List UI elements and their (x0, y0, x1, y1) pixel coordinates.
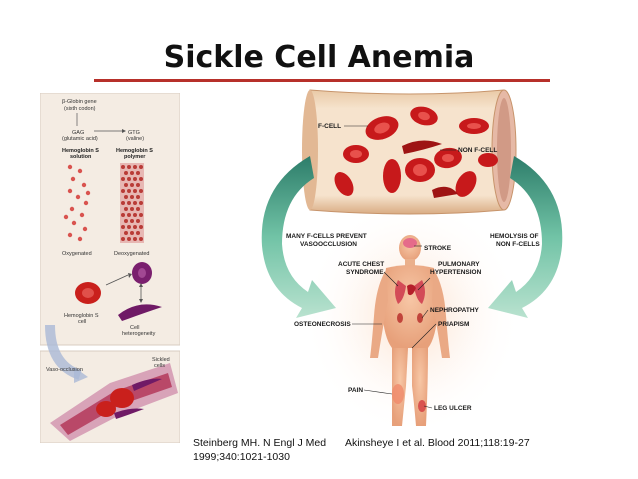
hemolysis-label-1: HEMOLYSIS OF (490, 233, 539, 240)
pain-area (392, 384, 404, 404)
acs-label-1: ACUTE CHEST (338, 261, 384, 268)
leg-ulcer-label: LEG ULCER (434, 405, 472, 412)
hbs-pathophysiology-figure: β-Globin gene (sixth codon) GAG (glutami… (40, 93, 180, 443)
brain-icon (403, 238, 417, 248)
sickled-cells-label-2: cells (154, 363, 165, 369)
hbs-polymer-label-2: polymer (124, 154, 146, 160)
cell-het-label-2: heterogeneity (122, 331, 156, 337)
title-underline (94, 79, 550, 82)
hbs-cell-label-2: cell (78, 319, 86, 325)
osteonecrosis-label: OSTEONECROSIS (294, 321, 351, 328)
pulmonary-label-2: HYPERTENSION (430, 269, 482, 276)
complications-figure: F-CELL NON F-CELL MANY F-CELLS PREVENT V… (252, 86, 570, 436)
stroke-label: STROKE (424, 245, 452, 252)
kidney-icon (397, 313, 403, 323)
priapism-label: PRIAPISM (438, 321, 469, 328)
non-f-cell-label: NON F-CELL (458, 147, 497, 154)
deoxygenated-label: Deoxygenated (114, 251, 149, 257)
deoxygenated-hbs-polymer (120, 163, 144, 243)
reference-steinberg-line1: Steinberg MH. N Engl J Med (193, 436, 326, 450)
vaso-occlusion-label: Vaso-occlusion (46, 367, 83, 373)
gene-label-1: β-Globin gene (62, 99, 97, 105)
f-cell-label: F-CELL (318, 123, 341, 130)
reference-steinberg: Steinberg MH. N Engl J Med 1999;340:1021… (193, 436, 326, 464)
prevent-label-1: MANY F-CELLS PREVENT (286, 233, 367, 240)
pain-label: PAIN (348, 387, 363, 394)
gtg-sub-label: (valine) (126, 136, 144, 142)
pulmonary-label-1: PULMONARY (438, 261, 480, 268)
gag-sub-label: (glutamic acid) (62, 136, 98, 142)
hemolysis-label-2: NON F-CELLS (496, 241, 540, 248)
nephropathy-label: NEPHROPATHY (430, 307, 480, 314)
slide-title: Sickle Cell Anemia (0, 40, 638, 75)
oxygenated-label: Oxygenated (62, 251, 92, 257)
reference-steinberg-line2: 1999;340:1021-1030 (193, 450, 326, 464)
hbs-solution-label-2: solution (70, 154, 92, 160)
acs-label-2: SYNDROME (346, 269, 384, 276)
prevent-label-2: VASOOCCLUSION (300, 241, 357, 248)
gene-label-2: (sixth codon) (64, 106, 96, 112)
reference-akinsheye: Akinsheye I et al. Blood 2011;118:19-27 (345, 436, 530, 450)
